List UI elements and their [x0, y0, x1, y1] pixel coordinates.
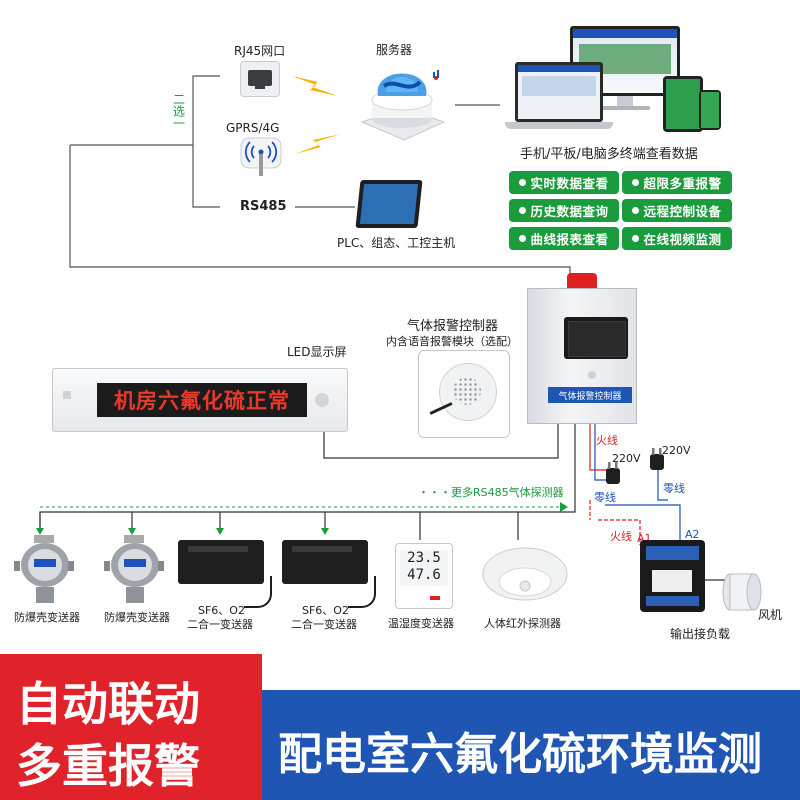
tablet-icon — [663, 76, 703, 132]
fire-line-label: 火线 — [610, 530, 632, 543]
feature-pill: 远程控制设备 — [622, 199, 732, 222]
speaker-module — [418, 350, 510, 438]
power-plug-icon — [606, 462, 620, 484]
neutral-line-label: 零线 — [663, 482, 685, 495]
feature-pill: 超限多重报警 — [622, 171, 732, 194]
fan-label: 风机 — [758, 608, 783, 622]
laptop-icon — [515, 62, 603, 122]
contactor-relay — [640, 540, 705, 612]
power-plug-icon — [650, 448, 664, 470]
temperature-readout: 23.5 — [407, 550, 441, 566]
voltage-label: 220V — [662, 444, 691, 457]
terminals-label: 手机/平板/电脑多终端查看数据 — [520, 147, 698, 162]
banner-left-line2: 多重报警 — [16, 739, 200, 793]
device-label: 防爆壳变送器 — [104, 611, 170, 624]
server-icon — [360, 70, 446, 141]
sf6-o2-transmitter — [178, 540, 272, 608]
led-display: 机房六氟化硫正常 — [52, 368, 348, 432]
gprs-label: GPRS/4G — [226, 121, 280, 135]
device-label-line1: SF6、O2 — [198, 604, 245, 617]
controller-subtitle: 内含语音报警模块（选配） — [386, 335, 518, 348]
feature-pill: 历史数据查询 — [509, 199, 619, 222]
temp-humidity-transmitter: 23.5 47.6 — [395, 543, 453, 609]
lightning-icon — [292, 76, 338, 96]
a2-terminal-label: A2 — [685, 528, 700, 541]
rj45-label: RJ45网口 — [234, 44, 286, 58]
device-label: 温湿度变送器 — [388, 617, 454, 630]
choose-one-badge: 二选一 — [171, 93, 186, 133]
alarm-beacon — [567, 273, 597, 289]
voltage-label: 220V — [612, 452, 641, 465]
sf6-o2-transmitter — [282, 540, 376, 608]
lightning-icon — [295, 134, 341, 154]
feature-pill: 在线视频监测 — [622, 227, 732, 250]
led-label: LED显示屏 — [287, 345, 347, 359]
controller-panel-label: 气体报警控制器 — [558, 391, 622, 402]
fire-line-label: 火线 — [596, 434, 618, 447]
explosion-proof-transmitter — [14, 535, 74, 603]
output-load-label: 输出接负载 — [670, 627, 731, 641]
terminal-devices — [505, 26, 735, 141]
device-label-line1: SF6、O2 — [302, 604, 349, 617]
explosion-proof-transmitter — [104, 535, 164, 603]
alarm-controller: 气体报警控制器 — [527, 288, 637, 424]
banner-right-title: 配电室六氟化硫环境监测 — [278, 729, 762, 780]
phone-icon — [699, 90, 721, 130]
device-label-line2: 二合一变送器 — [291, 618, 357, 631]
server-label: 服务器 — [376, 43, 413, 57]
humidity-readout: 47.6 — [407, 567, 441, 583]
feature-pill: 实时数据查看 — [509, 171, 619, 194]
device-label-line2: 二合一变送器 — [187, 618, 253, 631]
neutral-line-label: 零线 — [594, 491, 616, 504]
device-label: 人体红外探测器 — [484, 617, 561, 630]
banner-left-line1: 自动联动 — [16, 677, 200, 731]
banner-left: 自动联动 多重报警 — [0, 654, 262, 800]
banner-right: 配电室六氟化硫环境监测 — [262, 690, 800, 800]
pir-detector — [482, 547, 568, 601]
plc-panel-icon — [355, 180, 423, 228]
controller-title: 气体报警控制器 — [407, 319, 499, 334]
feature-pill: 曲线报表查看 — [509, 227, 619, 250]
fan-icon — [722, 573, 762, 611]
antenna-icon — [240, 137, 282, 176]
rs485-label: RS485 — [240, 199, 287, 214]
device-label: 防爆壳变送器 — [14, 611, 80, 624]
plc-label: PLC、组态、工控主机 — [337, 236, 456, 250]
rj45-port-icon — [240, 61, 280, 97]
more-detectors-label: ・・・更多RS485气体探测器 — [418, 486, 564, 499]
led-scroll-text: 机房六氟化硫正常 — [114, 389, 290, 413]
